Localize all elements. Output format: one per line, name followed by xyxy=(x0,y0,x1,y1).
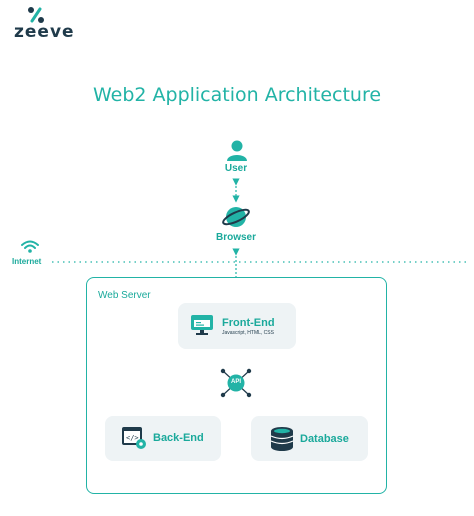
svg-text:</>: </> xyxy=(126,434,139,442)
internet-label: Internet xyxy=(12,257,42,266)
web-server-label: Web Server xyxy=(98,290,151,301)
browser-globe-icon xyxy=(222,207,250,227)
front-end-title: Front-End xyxy=(222,317,275,329)
browser-label: Browser xyxy=(215,232,256,243)
user-label: User xyxy=(224,163,248,174)
user-icon xyxy=(227,140,247,161)
page-title: Web2 Application Architecture xyxy=(92,84,382,106)
monitor-code-icon xyxy=(191,315,213,335)
database-icon xyxy=(270,427,294,451)
front-end-subtitle: Javascript, HTML, CSS xyxy=(222,330,274,336)
api-label: API xyxy=(230,379,241,385)
wifi-icon xyxy=(21,240,39,253)
database-title: Database xyxy=(300,433,349,445)
database-card xyxy=(251,416,368,461)
brand-name: zeeve xyxy=(14,22,75,42)
api-hub-icon xyxy=(220,368,252,398)
code-window-gear-icon: </> xyxy=(122,427,146,449)
zeeve-logo-icon xyxy=(28,7,44,23)
back-end-title: Back-End xyxy=(153,432,204,444)
